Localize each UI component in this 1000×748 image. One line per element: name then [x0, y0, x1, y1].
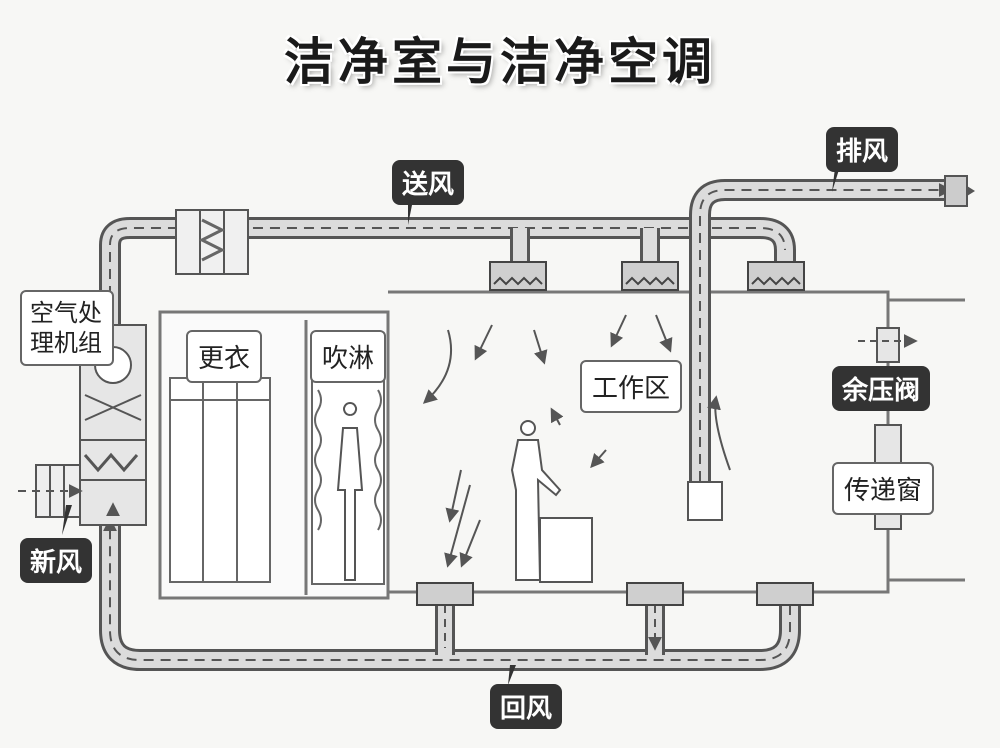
page-title: 洁净室与洁净空调	[284, 33, 716, 91]
exhaust-hood	[687, 481, 723, 521]
supply-duct	[99, 217, 796, 511]
lockers	[169, 377, 271, 583]
label-supply-air: 送风	[392, 160, 465, 205]
label-ahu: 空气处理机组	[20, 290, 114, 366]
exhaust-outlet	[944, 175, 968, 207]
person-silhouette	[336, 402, 364, 581]
label-relief-valve: 余压阀	[832, 366, 931, 411]
airflow-arrows	[422, 314, 731, 568]
label-air-shower: 吹淋	[310, 330, 387, 383]
relief-valve	[858, 327, 918, 363]
return-grilles	[416, 582, 814, 606]
supply-filter-box	[175, 209, 249, 275]
label-fresh-air: 新风	[20, 538, 93, 583]
work-zone-walls	[388, 290, 890, 594]
hepa-diffusers	[489, 261, 805, 291]
return-duct	[99, 510, 801, 671]
fresh-air-inlet	[18, 464, 83, 518]
worker	[510, 420, 593, 583]
label-work-zone: 工作区	[580, 360, 683, 413]
exhaust-duct	[689, 175, 975, 520]
work-table	[539, 517, 593, 583]
air-shower	[311, 377, 385, 585]
label-exhaust-air: 排风	[826, 127, 899, 172]
label-pass-box: 传递窗	[832, 462, 935, 515]
label-return-air: 回风	[490, 684, 563, 729]
label-changing: 更衣	[186, 330, 263, 383]
